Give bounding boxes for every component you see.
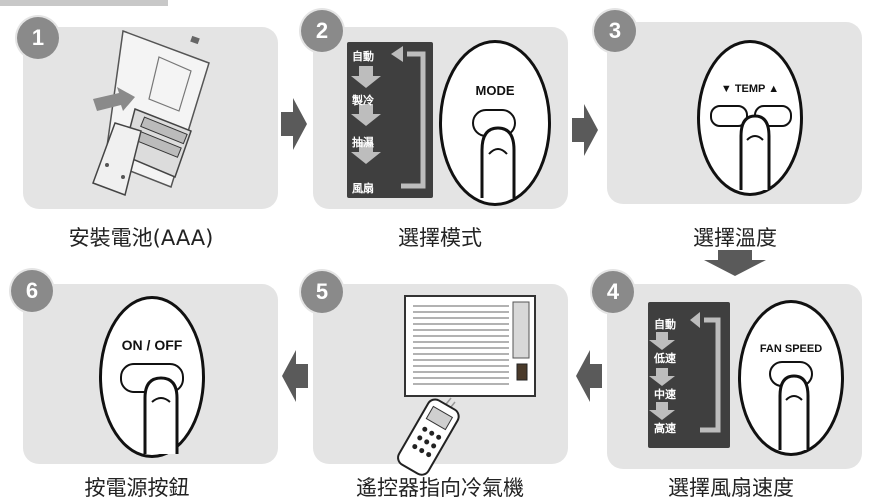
- mode-button-label: MODE: [475, 83, 515, 98]
- insert-arrow-icon: [93, 87, 135, 111]
- handheld-remote: [397, 398, 460, 476]
- aircon-and-remote-illustration: [397, 295, 536, 476]
- mode-flow-arrows: [351, 46, 426, 189]
- temp-button-label: ▼ TEMP ▲: [720, 83, 780, 95]
- step-6-caption: 按電源按鈕: [84, 476, 190, 500]
- step-3-caption: 選擇溫度: [693, 226, 777, 250]
- flow-arrow-right-icon: [572, 104, 598, 156]
- flow-arrow-down-icon: [704, 250, 766, 276]
- battery-install-illustration: [92, 29, 210, 196]
- step-5-badge: 5: [301, 271, 343, 313]
- step-1-caption: 安裝電池(AAA): [68, 226, 214, 250]
- finger-pointing-icon: [480, 126, 516, 198]
- aircon-grille: [413, 305, 509, 385]
- flow-arrow-right-icon: [281, 98, 307, 150]
- step-4-caption: 選擇風扇速度: [668, 476, 794, 500]
- step-2-badge: 2: [301, 10, 343, 52]
- flow-arrow-left-icon: [282, 350, 308, 402]
- fan-speed-label: 中速: [654, 388, 676, 401]
- step-4-badge: 4: [592, 271, 634, 313]
- finger-pointing-icon: [778, 374, 810, 450]
- mode-label: 自動: [352, 50, 374, 63]
- fan-speed-flow-arrows: [649, 312, 721, 433]
- flow-arrow-left-icon: [576, 350, 602, 402]
- battery-cover: [92, 122, 142, 196]
- step-1-badge: 1: [17, 17, 59, 59]
- mode-label: 製冷: [352, 94, 374, 107]
- fan-speed-label: 低速: [654, 352, 676, 365]
- mode-label: 風扇: [352, 182, 374, 195]
- step-2-caption: 選擇模式: [398, 226, 482, 250]
- power-button-label: ON / OFF: [121, 337, 183, 353]
- fan-speed-label: 自動: [654, 318, 676, 331]
- temp-down-button[interactable]: [710, 105, 748, 127]
- step-3-badge: 3: [594, 10, 636, 52]
- fan-speed-label: 高速: [654, 422, 676, 435]
- finger-pointing-icon: [739, 114, 771, 190]
- temp-up-arrow-icon: ▲: [768, 83, 780, 95]
- step-5-caption: 遙控器指向冷氣機: [356, 476, 524, 500]
- finger-pointing-icon: [143, 376, 179, 454]
- fan-speed-button-label: FAN SPEED: [759, 343, 823, 355]
- header-strip: [0, 0, 168, 6]
- step-6-badge: 6: [11, 270, 53, 312]
- temp-down-arrow-icon: ▼: [720, 83, 732, 95]
- mode-label: 抽濕: [352, 136, 374, 149]
